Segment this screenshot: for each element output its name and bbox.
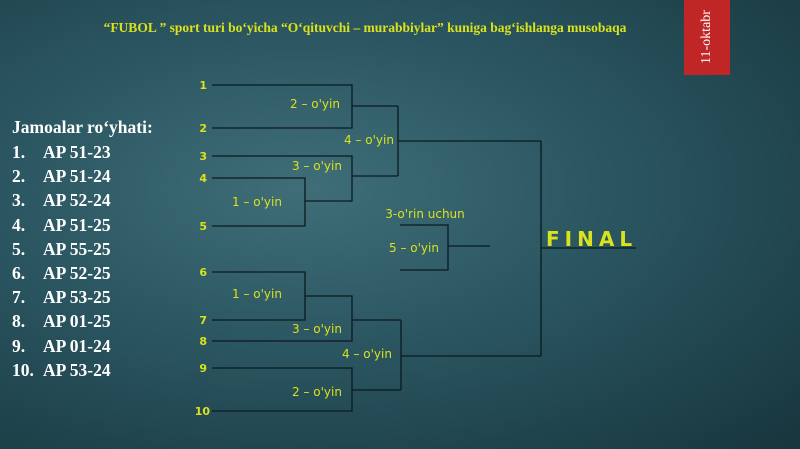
seed-number: 5 <box>199 220 207 233</box>
list-item: 9. AP 01-24 <box>12 334 153 358</box>
final-label: FINAL <box>546 227 637 251</box>
list-item: 4. AP 51-25 <box>12 213 153 237</box>
list-item: 2. AP 51-24 <box>12 164 153 188</box>
seed-number: 6 <box>199 266 207 279</box>
seed-number: 8 <box>199 335 207 348</box>
match-label: 1 – o'yin <box>232 195 282 209</box>
bracket-line <box>212 295 353 342</box>
team-name: AP 51-23 <box>43 142 111 162</box>
team-list: 1. AP 51-23 2. AP 51-24 3. AP 52-24 4. AP 51… <box>12 140 153 382</box>
team-number: 10. <box>12 359 34 380</box>
seed-number: 1 <box>199 79 207 92</box>
bracket-line <box>212 177 306 227</box>
team-list-panel: Jamoalar ro‘yhati: 1. AP 51-23 2. AP 51-24… <box>12 117 153 382</box>
team-name: AP 52-25 <box>43 262 111 283</box>
team-number: 1. <box>12 142 26 162</box>
team-number: 2. <box>12 166 26 187</box>
bracket-line <box>400 224 449 271</box>
list-item: 7. AP 53-25 <box>12 285 153 309</box>
seed-number: 9 <box>199 362 207 375</box>
seed-number: 7 <box>199 314 207 327</box>
match-label: 4 – o'yin <box>344 133 394 147</box>
seed-number: 3 <box>199 150 207 163</box>
list-item: 3. AP 52-24 <box>12 188 153 212</box>
bracket-lines <box>212 84 636 412</box>
list-item: 1. AP 51-23 <box>12 140 153 164</box>
page-title: “FUBOL ” sport turi bo‘yicha “O‘qituvchi… <box>103 20 627 35</box>
match-label: 2 – o'yin <box>290 97 340 111</box>
team-name: AP 01-25 <box>43 311 111 332</box>
team-name: AP 52-24 <box>43 190 111 211</box>
team-name: AP 51-25 <box>43 214 111 235</box>
seed-number: 2 <box>199 122 207 135</box>
seed-number: 4 <box>199 172 207 185</box>
match-label: 4 – o'yin <box>342 347 392 361</box>
match-label: 1 – o'yin <box>232 287 282 301</box>
team-number: 4. <box>12 214 26 235</box>
match-label: 5 – o'yin <box>389 241 439 255</box>
team-name: AP 55-25 <box>43 238 111 259</box>
team-number: 9. <box>12 335 26 356</box>
list-item: 5. AP 55-25 <box>12 237 153 261</box>
team-name: AP 01-24 <box>43 335 111 356</box>
match-label: 2 – o'yin <box>292 385 342 399</box>
team-number: 7. <box>12 287 26 308</box>
team-name: AP 53-24 <box>43 359 111 380</box>
match-label: 3-o'rin uchun <box>385 207 465 221</box>
team-name: AP 53-25 <box>43 287 111 308</box>
team-number: 5. <box>12 238 26 259</box>
list-item: 6. AP 52-25 <box>12 261 153 285</box>
team-name: AP 51-24 <box>43 166 111 187</box>
team-list-heading: Jamoalar ro‘yhati: <box>12 117 153 137</box>
seed-number: 10 <box>195 405 211 418</box>
team-number: 6. <box>12 262 26 283</box>
match-label: 3 – o'yin <box>292 322 342 336</box>
date-tab <box>684 0 730 75</box>
bracket-line <box>212 155 353 202</box>
match-label: 3 – o'yin <box>292 159 342 173</box>
team-number: 8. <box>12 311 26 332</box>
list-item: 8. AP 01-25 <box>12 309 153 333</box>
team-number: 3. <box>12 190 26 211</box>
list-item: 10. AP 53-24 <box>12 358 153 382</box>
